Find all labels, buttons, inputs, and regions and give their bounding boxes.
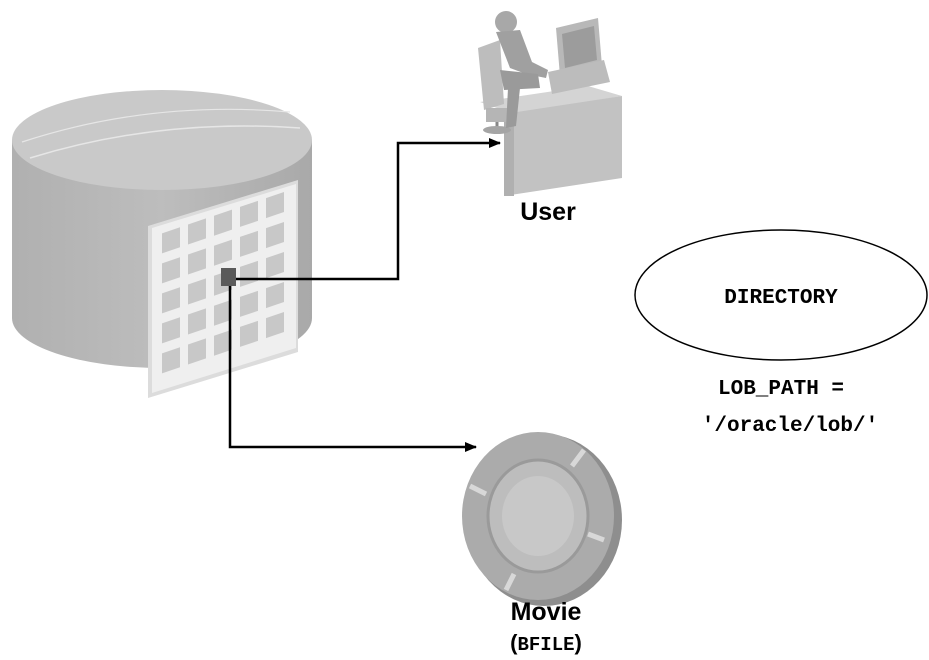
- bfile-keyword: BFILE: [517, 634, 574, 656]
- grid-cell: [214, 329, 232, 356]
- user-label: User: [520, 198, 576, 226]
- bfile-open-paren: (: [510, 630, 518, 655]
- grid-cell: [214, 299, 232, 326]
- grid-highlight-cell: [221, 268, 236, 286]
- user-at-computer-icon: [478, 11, 622, 196]
- lob-path-value: '/oracle/lob/': [702, 415, 878, 438]
- grid-cell: [162, 347, 180, 374]
- bfile-close-paren: ): [575, 630, 582, 655]
- movie-label: Movie: [511, 598, 582, 626]
- directory-label: DIRECTORY: [724, 287, 838, 310]
- grid-cell: [188, 338, 206, 365]
- grid-cell: [240, 320, 258, 347]
- grid-cell: [266, 312, 284, 339]
- grid-user-connector: [221, 138, 501, 284]
- grid-cell: [266, 282, 284, 309]
- grid-cell: [162, 317, 180, 344]
- grid-cell: [188, 278, 206, 305]
- grid-movie-connector: [228, 282, 477, 452]
- lob-path-label: LOB_PATH =: [718, 378, 844, 401]
- grid-cell: [162, 257, 180, 284]
- directory-oval: [634, 229, 928, 361]
- grid-cell: [240, 290, 258, 317]
- bfile-label: (BFILE): [510, 630, 582, 656]
- grid-cell: [188, 218, 206, 245]
- grid-cell: [162, 287, 180, 314]
- disc-icon: [462, 432, 622, 606]
- grid-cell: [188, 308, 206, 335]
- grid-cell: [162, 227, 180, 254]
- grid-cell: [188, 248, 206, 275]
